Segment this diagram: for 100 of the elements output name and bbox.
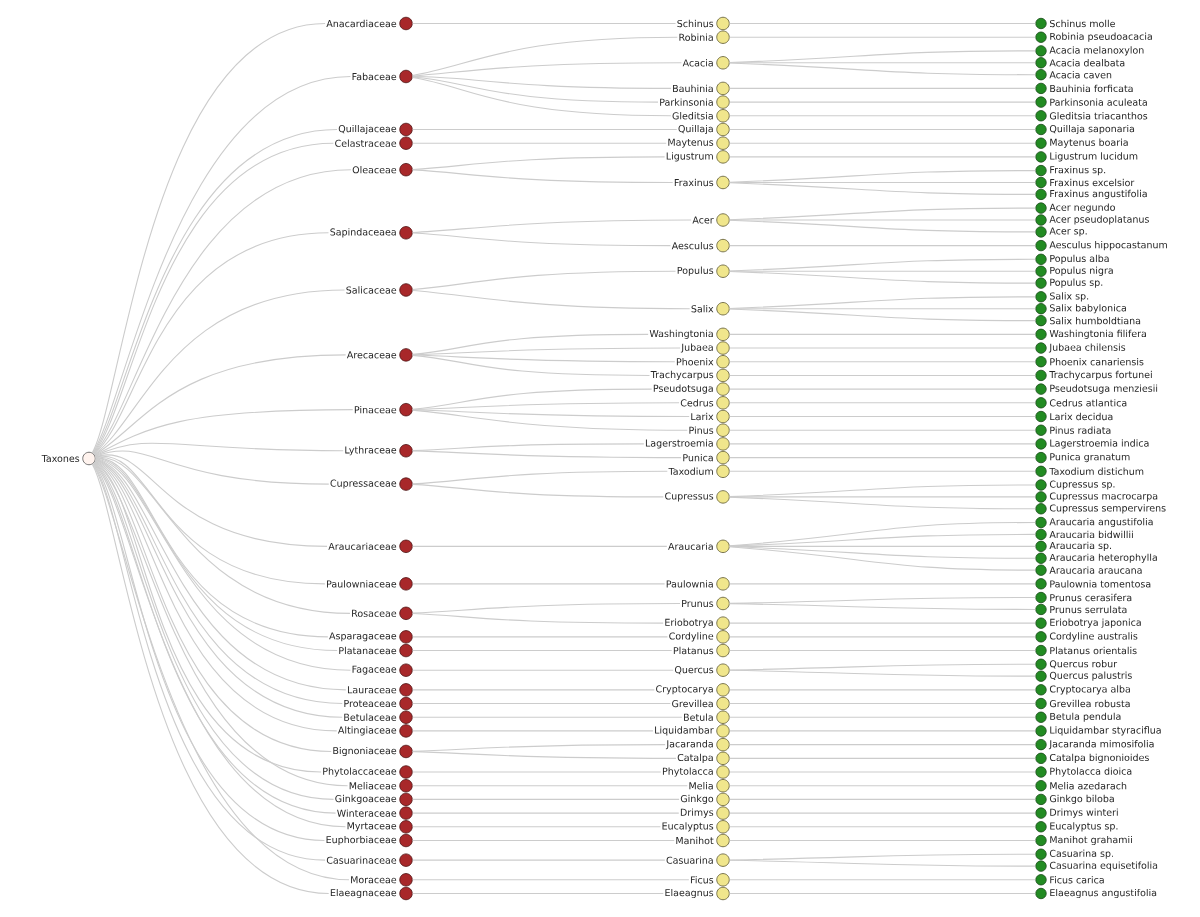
branch-line	[412, 798, 680, 800]
node-label: Cupressus	[665, 492, 714, 502]
branch-line	[412, 730, 654, 732]
branch-line	[93, 232, 330, 455]
branch-line	[94, 409, 354, 456]
branch-line	[412, 36, 678, 76]
node-label: Schinus	[677, 19, 714, 28]
node-label: Parkinsonia aculeata	[1050, 98, 1147, 106]
node-label: Phoenix canariensis	[1050, 358, 1144, 366]
node-label: Eucalyptus	[662, 822, 714, 832]
branch-line	[412, 128, 678, 131]
node-label: Salix	[691, 305, 714, 313]
node-label: Lauraceae	[348, 686, 397, 694]
branch-line	[729, 388, 1036, 390]
node-label: Araucaria bidwillii	[1049, 530, 1133, 539]
node-label: Bauhinia forficata	[1050, 84, 1133, 93]
node-label: Cryptocarya alba	[1049, 685, 1130, 695]
branch-line	[91, 22, 326, 454]
branch-line	[729, 258, 1036, 272]
branch-line	[412, 470, 668, 485]
branch-line	[94, 450, 330, 485]
branch-line	[729, 744, 1036, 746]
node-label: Jubaea chilensis	[1048, 343, 1126, 353]
node-label: Jacaranda	[665, 740, 713, 750]
node-label: Washingtonia	[649, 329, 713, 339]
branch-line	[729, 142, 1036, 144]
node-label: Pseudotsuga	[653, 384, 713, 394]
branch-line	[729, 182, 1036, 195]
node-label: Acer negundo	[1049, 203, 1115, 213]
branch-line	[729, 374, 1036, 376]
branch-line	[729, 826, 1036, 828]
branch-line	[729, 839, 1036, 842]
branch-line	[729, 703, 1036, 705]
node-label: Cedrus atlantica	[1049, 399, 1127, 407]
branch-line	[412, 826, 661, 828]
node-label: Phytolacca dioica	[1050, 767, 1132, 777]
node-label: Eucalyptus sp.	[1050, 822, 1118, 832]
branch-line	[729, 245, 1036, 247]
node-label: Prunus cerasifera	[1050, 593, 1132, 602]
branch-line	[729, 669, 1036, 677]
node-label: Populus sp.	[1050, 278, 1103, 288]
branch-line	[729, 663, 1036, 671]
node-label: Catalpa	[677, 753, 713, 763]
branch-line	[412, 232, 672, 247]
node-label: Acacia dealbata	[1049, 59, 1125, 67]
node-label: Ginkgo biloba	[1049, 794, 1114, 804]
node-label: Quercus robur	[1049, 660, 1118, 669]
node-label: Elaeagnaceae	[330, 888, 397, 899]
node-label: Lagerstroemia indica	[1050, 439, 1149, 449]
branch-line	[729, 128, 1036, 131]
node-label: Quillajaceae	[338, 124, 397, 135]
node-label: Phoenix	[676, 358, 714, 366]
branch-line	[729, 101, 1036, 103]
branch-line	[729, 636, 1036, 638]
node-label: Myrtaceae	[347, 822, 397, 832]
branch-line	[729, 785, 1036, 787]
branch-line	[729, 170, 1036, 183]
node-label: Winteraceae	[337, 809, 397, 817]
node-label: Populus	[677, 266, 714, 276]
branch-line	[412, 751, 677, 759]
node-label: Aesculus	[671, 241, 714, 250]
branch-line	[412, 333, 649, 355]
node-label: Bauhinia	[673, 84, 713, 93]
branch-line	[412, 354, 651, 376]
branch-line	[729, 402, 1036, 404]
node-label: Fagaceae	[352, 665, 397, 675]
branch-line	[729, 603, 1036, 610]
branch-line	[729, 622, 1036, 624]
node-label: Salix sp.	[1050, 292, 1089, 302]
node-label: Drimys	[680, 808, 714, 818]
branch-line	[412, 879, 690, 881]
node-label: Anacardiaceae	[326, 19, 397, 28]
branch-line	[729, 22, 1036, 25]
branch-line	[412, 75, 672, 89]
node-label: Platanus	[673, 646, 714, 655]
branch-line	[729, 496, 1036, 498]
node-label: Casuarina	[666, 856, 713, 864]
branch-line	[412, 22, 677, 25]
branch-line	[412, 892, 664, 895]
node-label: Washingtonia filifera	[1049, 329, 1146, 339]
node-label: Betula	[684, 713, 713, 721]
branch-line	[412, 169, 674, 184]
node-label: Melia azedarach	[1050, 782, 1127, 790]
branch-line	[412, 613, 664, 624]
branch-line	[92, 75, 351, 454]
node-label: Acer sp.	[1049, 227, 1087, 237]
branch-line	[729, 892, 1036, 895]
node-label: Pinaceae	[354, 406, 397, 414]
node-label: Liquidambar styraciflua	[1050, 726, 1161, 736]
node-label: Araucaria angustifolia	[1049, 517, 1153, 528]
branch-line	[729, 730, 1036, 732]
branch-line	[412, 409, 690, 418]
node-label: Paulownia tomentosa	[1050, 580, 1151, 588]
branch-line	[412, 388, 653, 410]
node-label: Populus alba	[1050, 254, 1109, 264]
node-label: Robinia	[679, 33, 713, 41]
node-label: Casuarina sp.	[1049, 849, 1113, 859]
node-label: Araucariaceae	[328, 542, 397, 550]
node-label: Salicaceae	[346, 286, 397, 294]
node-label: Jacaranda mimosifolia	[1048, 740, 1154, 750]
